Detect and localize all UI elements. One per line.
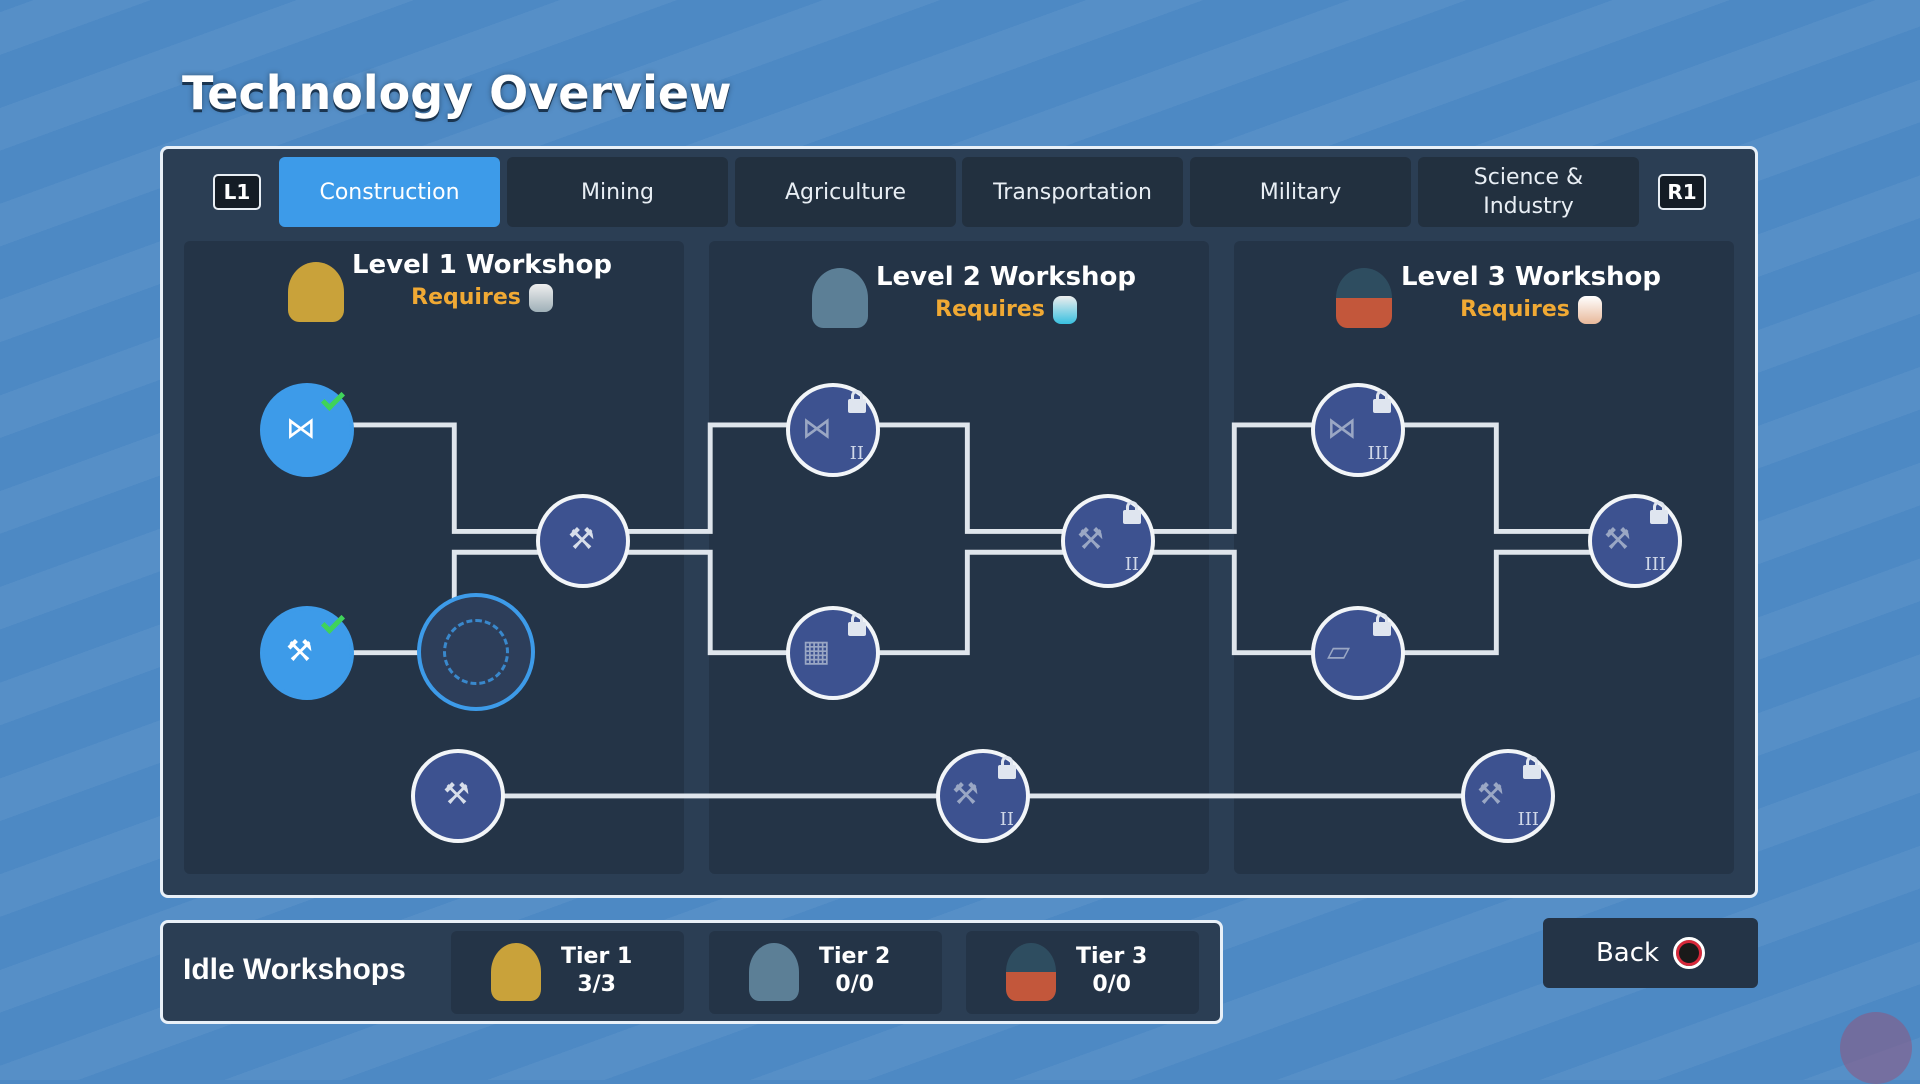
lock-icon bbox=[998, 756, 1016, 779]
resource-blue-icon bbox=[1052, 296, 1077, 324]
scaffold-icon: ⋈ bbox=[802, 411, 832, 446]
lock-icon bbox=[1650, 501, 1668, 524]
hammer-wrench-icon: ⚒ bbox=[1077, 522, 1104, 557]
trowel-icon: ⚒ bbox=[286, 634, 313, 669]
bricks-icon: ▦ bbox=[802, 634, 831, 669]
tech-node-hammer[interactable]: ⚒ bbox=[411, 749, 505, 843]
tech-node-tools-3[interactable]: ⚒ III bbox=[1588, 494, 1682, 588]
page-title: Technology Overview bbox=[182, 66, 732, 120]
workshop-level-2-icon bbox=[812, 268, 868, 328]
resource-white-icon bbox=[1577, 296, 1602, 324]
idle-tier-3: Tier 3 0/0 bbox=[966, 931, 1199, 1014]
tech-node-researching[interactable] bbox=[417, 593, 535, 711]
back-button[interactable]: Back bbox=[1543, 918, 1758, 988]
watermark-logo bbox=[1840, 1012, 1912, 1084]
workshop-level-1-icon bbox=[491, 943, 541, 1001]
tech-node-glass-panel[interactable]: ▱ bbox=[1311, 606, 1405, 700]
column-title: Level 1 Workshop bbox=[351, 250, 613, 280]
lock-icon bbox=[848, 390, 866, 413]
hammer-wrench-icon: ⚒ bbox=[1604, 522, 1631, 557]
tech-node-scaffold-3[interactable]: ⋈ III bbox=[1311, 383, 1405, 477]
lock-icon bbox=[1523, 756, 1541, 779]
glass-panel-icon: ▱ bbox=[1327, 634, 1351, 669]
tech-node-hammer-3[interactable]: ⚒ III bbox=[1461, 749, 1555, 843]
scaffold-icon: ⋈ bbox=[1327, 411, 1357, 446]
tech-node-scaffold-2[interactable]: ⋈ II bbox=[786, 383, 880, 477]
workshop-level-1-icon bbox=[288, 262, 344, 322]
tier-name: Tier 2 bbox=[819, 944, 891, 969]
circle-button-icon bbox=[1673, 937, 1706, 969]
workshop-level-3-icon bbox=[1336, 268, 1392, 328]
column-header-2: Level 2 Workshop Requires bbox=[856, 262, 1156, 324]
tier-numeral: III bbox=[1517, 809, 1539, 830]
hammer-icon: ⚒ bbox=[952, 777, 979, 812]
workshop-level-2-icon bbox=[749, 943, 799, 1001]
back-label: Back bbox=[1595, 938, 1660, 968]
column-header-1: Level 1 Workshop Requires bbox=[332, 250, 632, 312]
tech-node-tools[interactable]: ⚒ bbox=[536, 494, 630, 588]
tier-count: 0/0 bbox=[835, 972, 874, 997]
hammer-wrench-icon: ⚒ bbox=[568, 522, 595, 557]
tier-numeral: III bbox=[1367, 443, 1389, 464]
tech-node-trowel-done[interactable]: ⚒ bbox=[260, 606, 354, 700]
l1-button[interactable]: L1 bbox=[213, 174, 261, 210]
lock-icon bbox=[1373, 390, 1391, 413]
tab-science-industry[interactable]: Science & Industry bbox=[1418, 157, 1639, 227]
tab-mining[interactable]: Mining bbox=[507, 157, 728, 227]
idle-workshops-label: Idle Workshops bbox=[183, 953, 406, 986]
requires-label: Requires bbox=[935, 297, 1045, 322]
lock-icon bbox=[848, 613, 866, 636]
tier-name: Tier 1 bbox=[561, 944, 633, 969]
lock-icon bbox=[1373, 613, 1391, 636]
idle-tier-1: Tier 1 3/3 bbox=[451, 931, 684, 1014]
scaffold-icon: ⋈ bbox=[286, 411, 316, 446]
tab-construction[interactable]: Construction bbox=[279, 157, 500, 227]
hammer-icon: ⚒ bbox=[1477, 777, 1504, 812]
tier-count: 0/0 bbox=[1092, 972, 1131, 997]
column-title: Level 3 Workshop bbox=[1400, 262, 1662, 292]
tier-numeral: II bbox=[849, 443, 864, 464]
tech-node-tools-2[interactable]: ⚒ II bbox=[1061, 494, 1155, 588]
tech-node-scaffold-done[interactable]: ⋈ bbox=[260, 383, 354, 477]
tab-military[interactable]: Military bbox=[1190, 157, 1411, 227]
column-title: Level 2 Workshop bbox=[875, 262, 1137, 292]
tech-node-bricks[interactable]: ▦ bbox=[786, 606, 880, 700]
tab-transportation[interactable]: Transportation bbox=[962, 157, 1183, 227]
r1-button[interactable]: R1 bbox=[1658, 174, 1706, 210]
tab-agriculture[interactable]: Agriculture bbox=[735, 157, 956, 227]
requires-label: Requires bbox=[411, 285, 521, 310]
lock-icon bbox=[1123, 501, 1141, 524]
workshop-level-3-icon bbox=[1006, 943, 1056, 1001]
column-header-3: Level 3 Workshop Requires bbox=[1381, 262, 1681, 324]
tier-numeral: II bbox=[999, 809, 1014, 830]
requires-label: Requires bbox=[1460, 297, 1570, 322]
tier-count: 3/3 bbox=[577, 972, 616, 997]
tier-numeral: III bbox=[1644, 554, 1666, 575]
tier-name: Tier 3 bbox=[1076, 944, 1148, 969]
tier-numeral: II bbox=[1124, 554, 1139, 575]
idle-tier-2: Tier 2 0/0 bbox=[709, 931, 942, 1014]
hammer-icon: ⚒ bbox=[443, 777, 470, 812]
resource-canister-icon bbox=[528, 284, 553, 312]
tech-node-hammer-2[interactable]: ⚒ II bbox=[936, 749, 1030, 843]
